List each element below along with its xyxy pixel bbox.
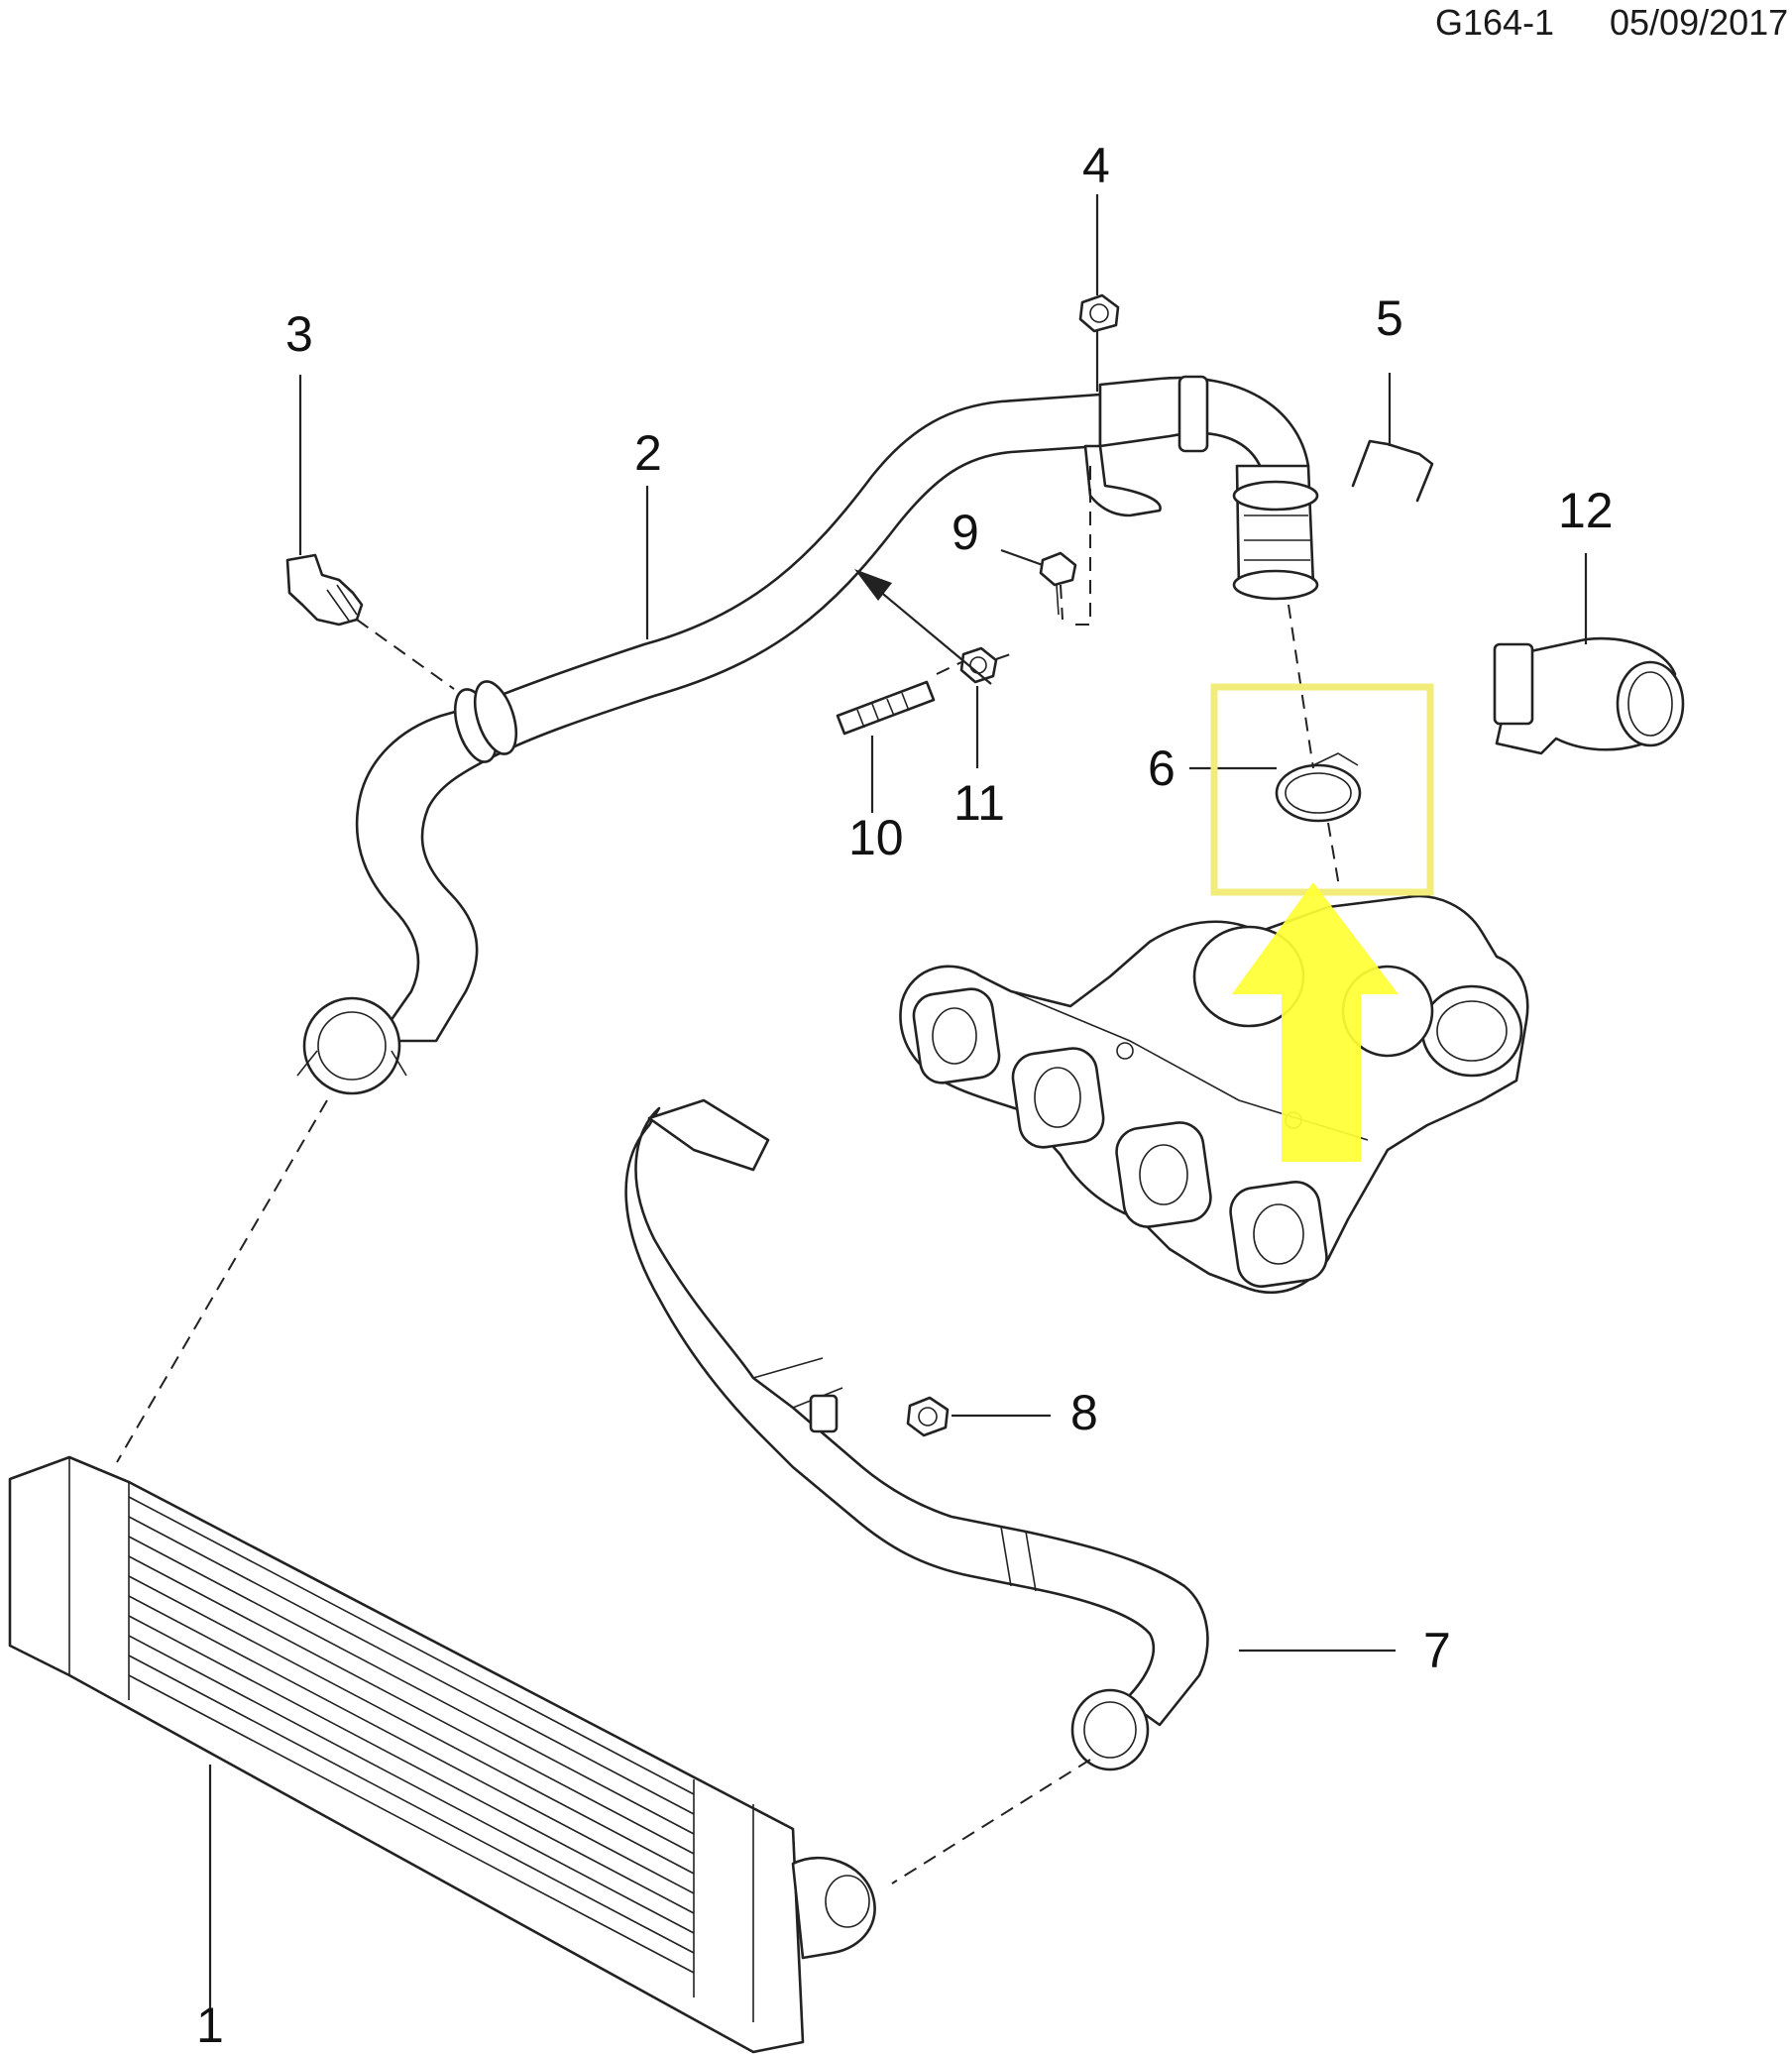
part-3-bolt [285,553,364,627]
callout-12: 12 [1558,483,1614,538]
callout-4: 4 [1082,138,1110,193]
callout-2: 2 [634,425,662,481]
part-1-intercooler [8,1455,876,2054]
intercooler-fins [128,1496,695,1974]
dashed-assembly-lines [116,466,1341,1884]
callout-8: 8 [1070,1385,1098,1440]
callout-10: 10 [848,810,904,865]
part-8-nut [906,1396,950,1437]
callout-1: 1 [196,1997,224,2053]
part-7-lower-hose [624,1098,1209,1771]
part-10-stud [836,680,936,736]
callout-11: 11 [953,775,1005,831]
callout-7: 7 [1423,1623,1451,1678]
part-9-bolt [1039,551,1077,616]
callout-3: 3 [285,306,313,362]
diagram-code: G164-1 [1435,2,1555,43]
part-6-seal-ring [1275,752,1362,823]
part-5-clip [1351,439,1434,503]
callout-6: 6 [1148,741,1176,796]
callout-9: 9 [952,505,979,560]
turbo-manifold-assembly [899,894,1529,1294]
part-12-outlet-connector [1493,636,1685,755]
part-11-nut [959,646,998,684]
part-2-upper-hose [296,375,1319,1095]
highlight-box [1210,683,1434,896]
part-4-nut [1078,293,1120,333]
highlight-arrow [1232,882,1399,1162]
highlight-overlay [1210,683,1434,1162]
callout-5: 5 [1376,290,1403,346]
leader-lines [208,194,1588,2027]
diagram-date: 05/09/2017 [1610,2,1789,43]
